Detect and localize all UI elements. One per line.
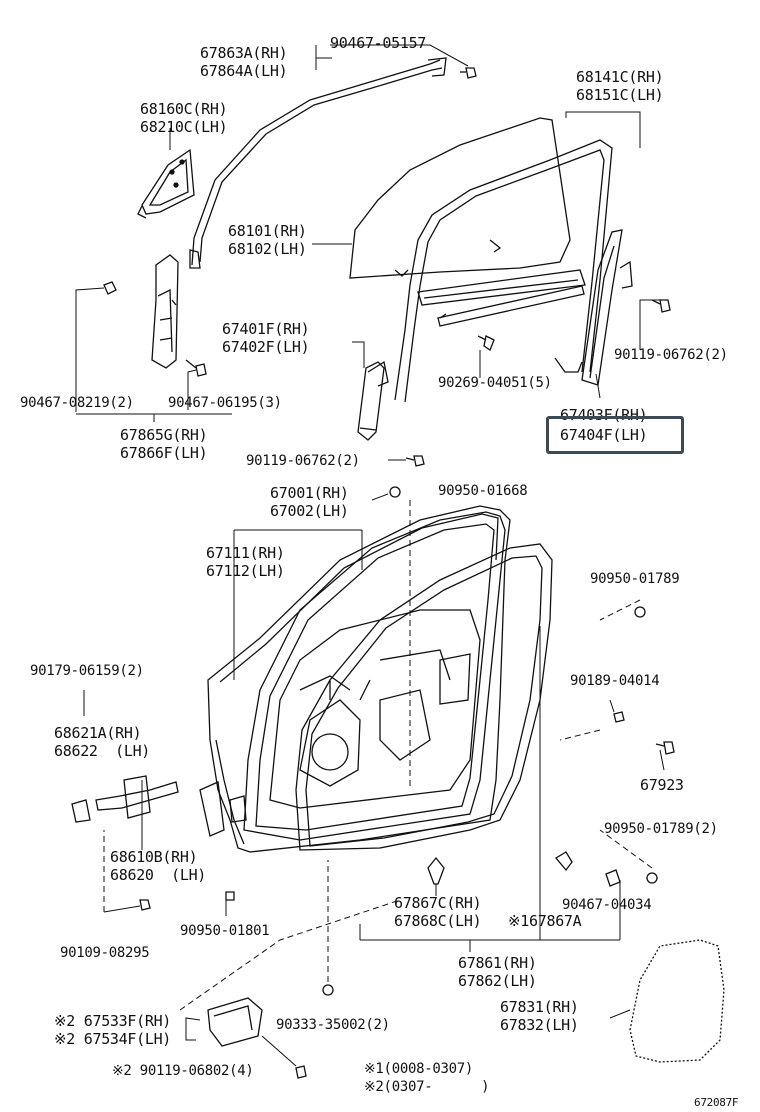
lift-channel (437, 285, 585, 327)
label-90119-06762-a: 90119-06762(2) (614, 347, 728, 363)
label-90950-01789-a: 90950-01789 (590, 571, 680, 587)
label-67867C: 67867C(RH) (394, 894, 482, 912)
weatherstrip (295, 543, 553, 851)
label-90119-06762-b: 90119-06762(2) (246, 453, 360, 469)
label-90467-05157: 90467-05157 (330, 34, 427, 52)
label-67861: 67861(RH) (458, 954, 537, 972)
label-90950-01789-b: 90950-01789(2) (604, 821, 718, 837)
label-68160C: 68160C(RH) (140, 100, 228, 118)
highlight-box (546, 416, 684, 454)
label-67831: 67831(RH) (500, 998, 579, 1016)
bolt-top (460, 67, 477, 79)
label-67867A: ※167867A (508, 912, 582, 930)
label-67863A: 67863A(RH) (200, 44, 288, 62)
label-90119-06802: ※2 90119-06802(4) (112, 1063, 254, 1079)
label-67403F: 67403F(RH) (560, 406, 648, 424)
label-67111: 67111(RH) (206, 544, 285, 562)
door-frame-seal (243, 511, 506, 841)
label-90109-08295: 90109-08295 (60, 945, 150, 961)
label-68620: 68620 (LH) (110, 866, 207, 884)
label-90467-08219: 90467-08219(2) (20, 395, 134, 411)
label-68210C: 68210C(LH) (140, 118, 228, 136)
label-67404F: 67404F(LH) (560, 426, 648, 444)
label-68622: 68622 (LH) (54, 742, 151, 760)
clips-upper (103, 281, 671, 467)
label-67832: 67832(LH) (500, 1016, 579, 1034)
figure-code: 672087F (694, 1096, 739, 1109)
inside-handle (207, 997, 263, 1047)
label-67865G: 67865G(RH) (120, 426, 208, 444)
label-68151C: 68151C(LH) (576, 86, 664, 104)
corner-piece (137, 148, 195, 219)
label-90950-01668: 90950-01668 (438, 483, 528, 499)
label-67002: 67002(LH) (270, 502, 349, 520)
door-glass (349, 117, 571, 279)
label-90467-04034: 90467-04034 (562, 897, 652, 913)
front-division-bar (357, 360, 389, 441)
label-68102: 68102(LH) (228, 240, 307, 258)
frame-molding (189, 57, 447, 269)
label-67402F: 67402F(LH) (222, 338, 310, 356)
label-67868C: 67868C(LH) (394, 912, 482, 930)
pillar-garnish (151, 254, 179, 369)
label-68101: 68101(RH) (228, 222, 307, 240)
label-67401F: 67401F(RH) (222, 320, 310, 338)
trim-board (629, 939, 725, 1063)
label-90333-35002: 90333-35002(2) (276, 1017, 390, 1033)
label-68610B: 68610B(RH) (110, 848, 198, 866)
label-68141C: 68141C(RH) (576, 68, 664, 86)
label-67862: 67862(LH) (458, 972, 537, 990)
run-channel (394, 139, 613, 403)
inner-panel (269, 609, 481, 809)
door-check (71, 775, 179, 823)
label-67534F: ※2 67534F(LH) (54, 1030, 172, 1048)
label-90950-01801: 90950-01801 (180, 923, 270, 939)
label-90467-06195: 90467-06195(3) (168, 395, 282, 411)
label-67112: 67112(LH) (206, 562, 285, 580)
label-67864A: 67864A(LH) (200, 62, 288, 80)
label-67001: 67001(RH) (270, 484, 349, 502)
hinge (199, 781, 247, 837)
footnote-1: ※1(0008-0307) (364, 1061, 473, 1077)
label-90189-04014: 90189-04014 (570, 673, 660, 689)
label-67866F: 67866F(LH) (120, 444, 208, 462)
label-90179-06159: 90179-06159(2) (30, 663, 144, 679)
footnote-2: ※2(0307- ) (364, 1079, 490, 1095)
label-90269-04051: 90269-04051(5) (438, 375, 552, 391)
label-68621A: 68621A(RH) (54, 724, 142, 742)
label-67533F: ※2 67533F(RH) (54, 1012, 172, 1030)
label-67923: 67923 (640, 776, 684, 794)
leader-lines (75, 44, 665, 1067)
